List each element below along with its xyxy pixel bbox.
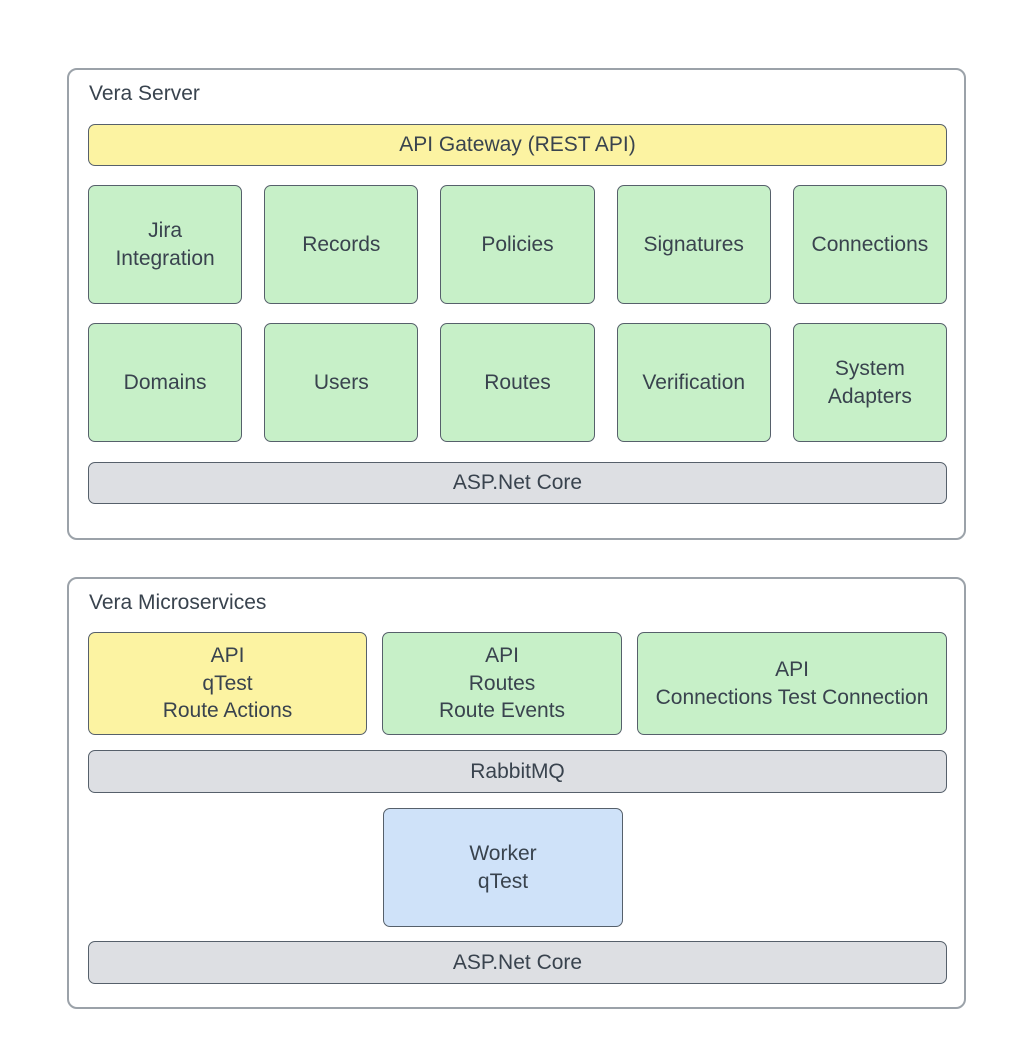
- server-service-row-2: Domains Users Routes Verification System…: [88, 323, 948, 442]
- service-box-records: Records: [264, 185, 419, 304]
- vera-server-title: Vera Server: [89, 82, 200, 105]
- service-box-signatures: Signatures: [616, 185, 771, 304]
- service-box-domains: Domains: [88, 323, 243, 442]
- api-gateway-box: API Gateway (REST API): [88, 124, 947, 166]
- aspnet-core-bar-microservices: ASP.Net Core: [88, 941, 947, 984]
- service-box-policies: Policies: [440, 185, 595, 304]
- server-service-row-1: Jira Integration Records Policies Signat…: [88, 185, 948, 304]
- api-qtest-route-actions-box: API qTest Route Actions: [88, 632, 367, 735]
- api-connections-test-connection-box: API Connections Test Connection: [637, 632, 947, 735]
- aspnet-core-bar-server: ASP.Net Core: [88, 462, 947, 504]
- service-box-routes: Routes: [440, 323, 595, 442]
- vera-server-container: Vera Server API Gateway (REST API) Jira …: [67, 68, 966, 540]
- service-box-verification: Verification: [616, 323, 771, 442]
- service-box-connections: Connections: [792, 185, 948, 304]
- worker-qtest-box: Worker qTest: [383, 808, 623, 927]
- api-routes-route-events-box: API Routes Route Events: [382, 632, 622, 735]
- vera-microservices-container: Vera Microservices API qTest Route Actio…: [67, 577, 966, 1009]
- microservices-api-row: API qTest Route Actions API Routes Route…: [88, 632, 947, 735]
- service-box-system-adapters: System Adapters: [792, 323, 948, 442]
- service-box-users: Users: [264, 323, 419, 442]
- rabbitmq-bar: RabbitMQ: [88, 750, 947, 793]
- vera-microservices-title: Vera Microservices: [89, 591, 267, 614]
- service-box-jira-integration: Jira Integration: [88, 185, 243, 304]
